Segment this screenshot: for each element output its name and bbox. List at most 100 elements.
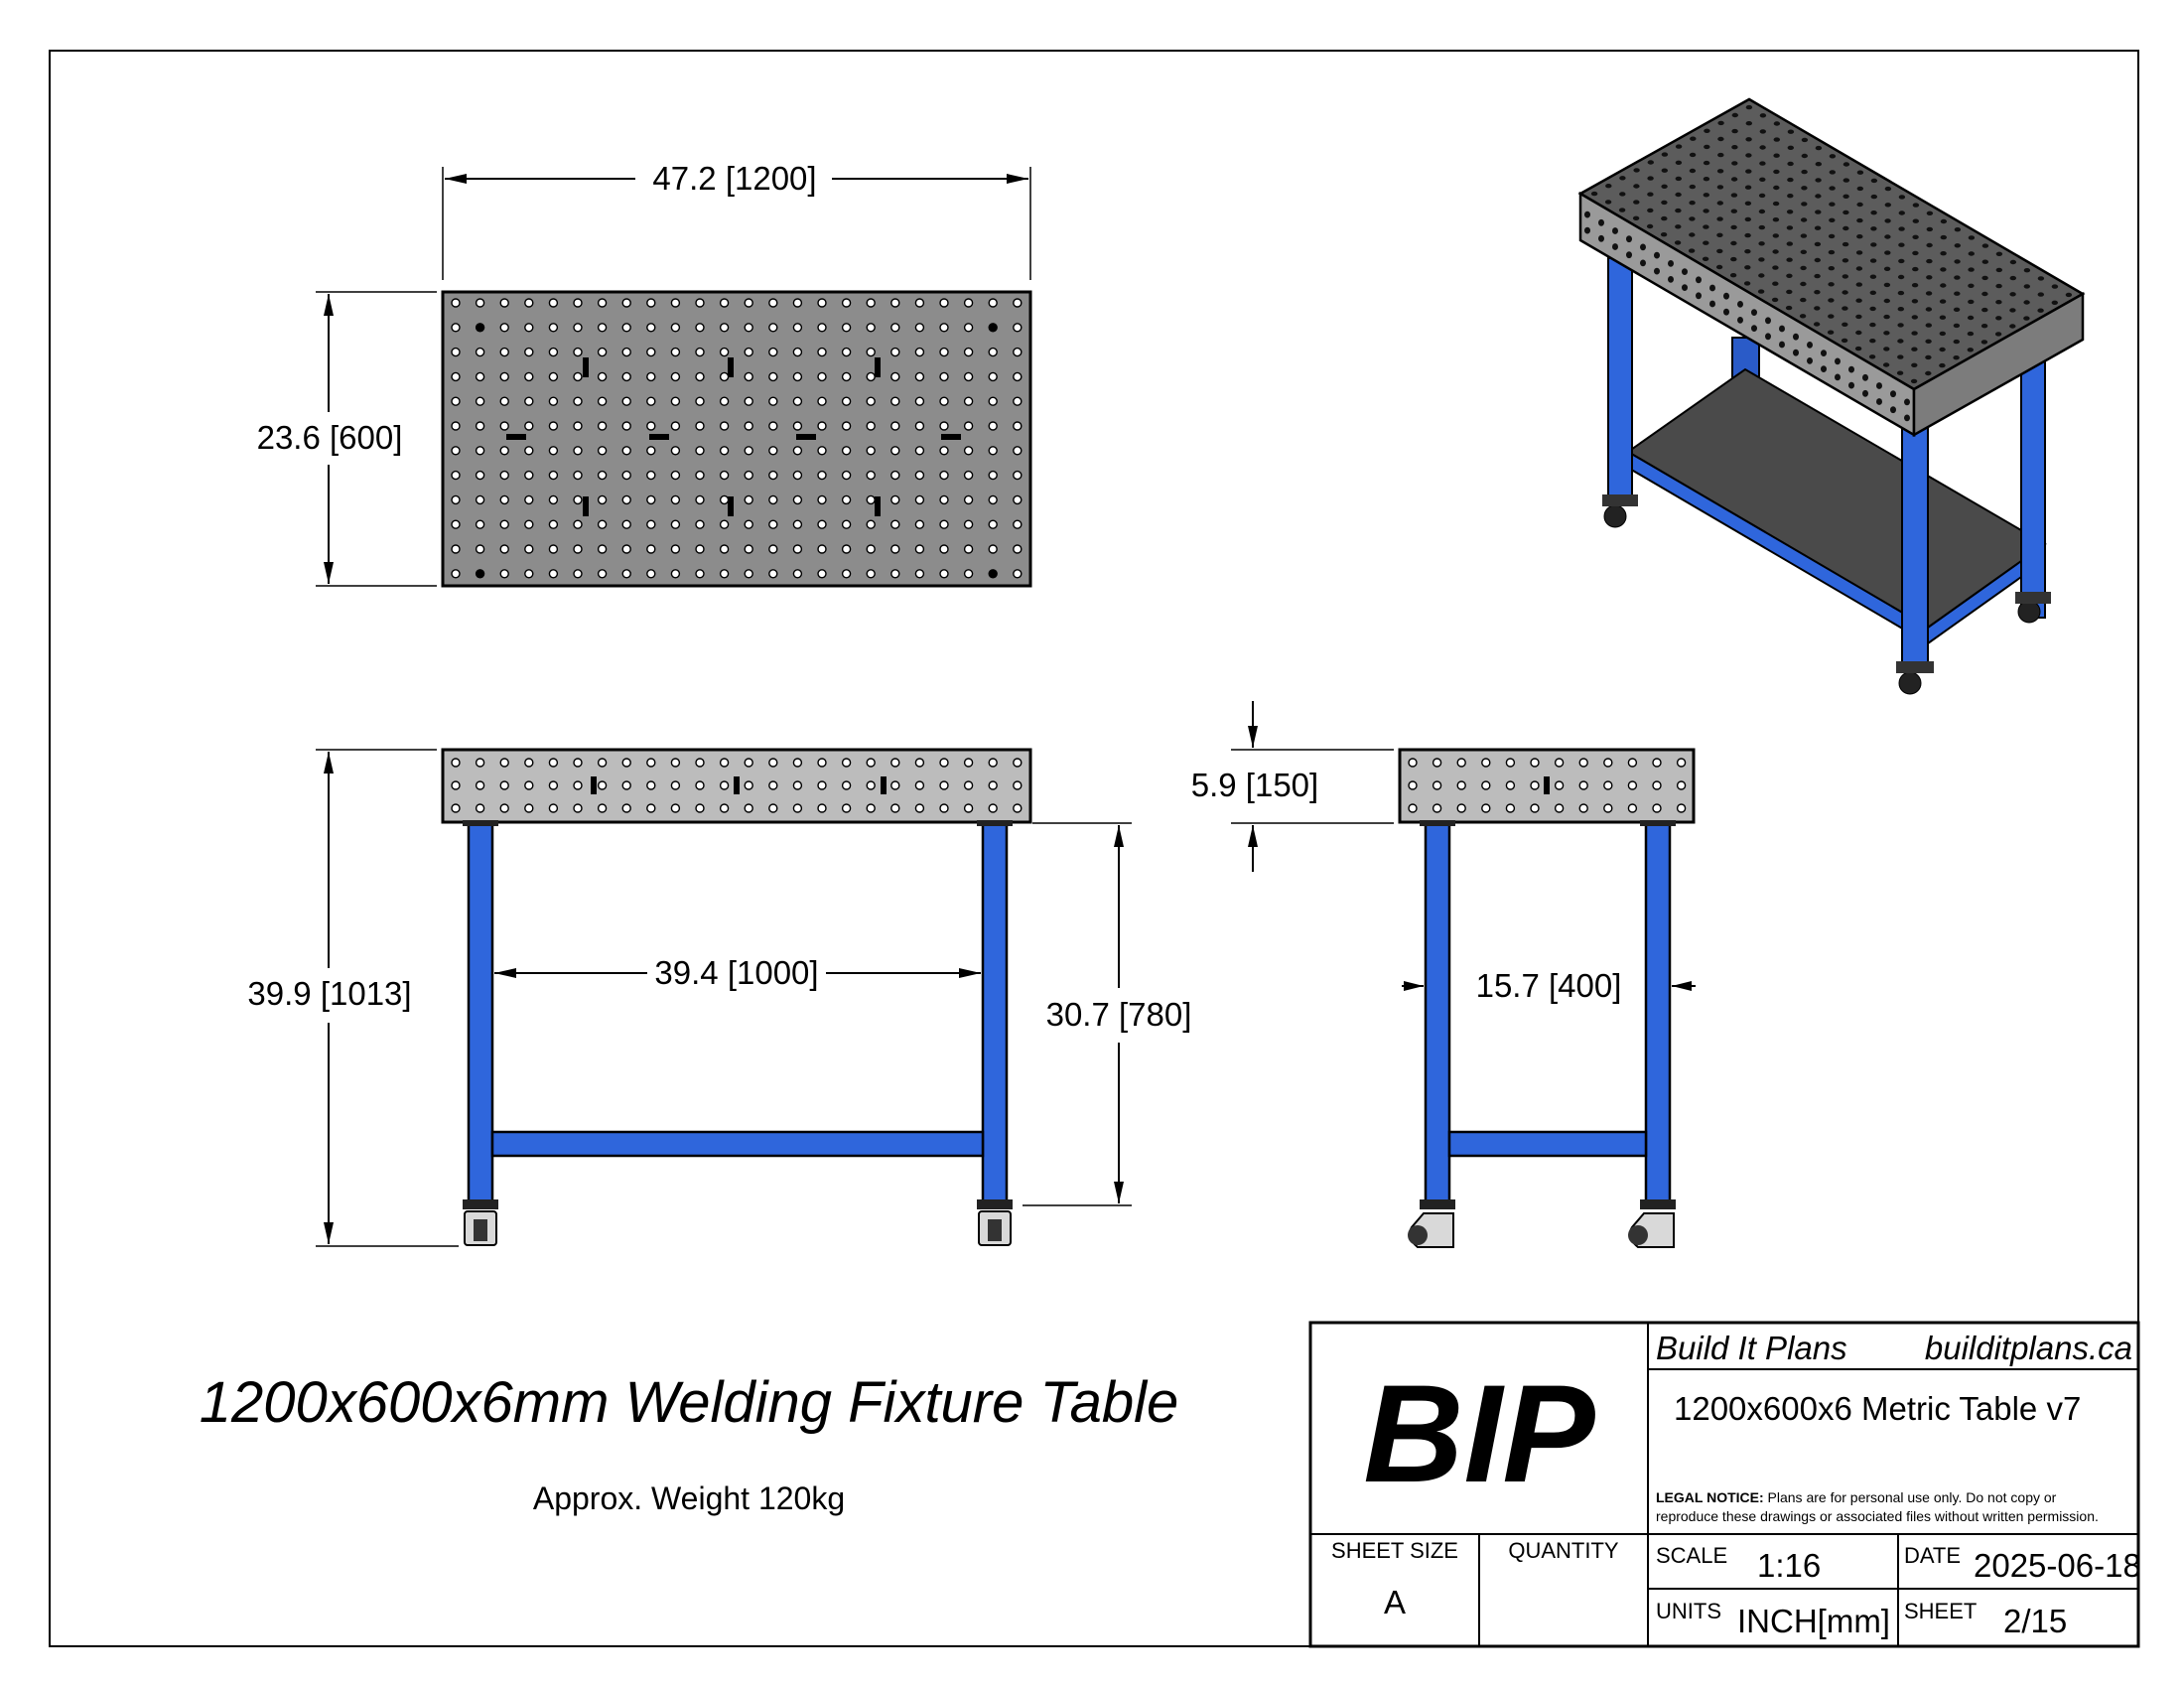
- plate-hole: [841, 544, 852, 554]
- plate-hole: [1703, 177, 1710, 182]
- plate-hole: [1953, 323, 1961, 329]
- plate-hole: [1723, 292, 1729, 300]
- plate-hole: [1855, 266, 1863, 271]
- plate-hole: [1627, 758, 1638, 768]
- plate-hole: [524, 470, 534, 481]
- plate-hole: [1828, 233, 1836, 239]
- plate-hole: [1787, 129, 1795, 134]
- plate-hole: [1626, 235, 1632, 243]
- plate-hole: [1884, 203, 1892, 208]
- plate-hole: [621, 446, 631, 456]
- plate-hole: [548, 470, 559, 481]
- plate-hole: [1654, 267, 1660, 275]
- plate-hole: [768, 396, 778, 406]
- plate-hole: [963, 347, 974, 357]
- plate-hole: [1912, 203, 1920, 208]
- dim-top-thickness: 5.9 [150]: [1191, 767, 1318, 803]
- plate-hole: [792, 470, 803, 481]
- dim-under-height: 30.7 [780]: [1046, 996, 1192, 1033]
- plate-hole: [1696, 276, 1702, 284]
- plate-hole: [524, 446, 534, 456]
- plate-hole: [695, 446, 705, 456]
- plate-hole: [1799, 314, 1807, 319]
- plate-hole: [1884, 218, 1891, 223]
- plate-hole: [1898, 211, 1906, 215]
- plate-hole: [914, 758, 925, 768]
- plate-hole: [670, 323, 681, 333]
- plate-hole: [1765, 317, 1771, 325]
- plate-hole: [817, 758, 827, 768]
- plate-hole: [573, 446, 583, 456]
- plate-hole: [914, 371, 925, 382]
- plate-hole: [646, 519, 656, 529]
- plate-hole: [1578, 803, 1588, 813]
- plate-hole: [866, 569, 876, 579]
- plate-hole: [1554, 758, 1565, 768]
- plate-hole: [1619, 176, 1626, 181]
- plate-hole: [1856, 186, 1864, 192]
- plate-hole: [548, 494, 559, 505]
- plate-hole: [1647, 160, 1655, 165]
- plate-hole: [524, 347, 534, 357]
- plate-hole: [914, 298, 925, 308]
- plate-hole: [1800, 265, 1807, 271]
- plate-hole: [1633, 184, 1640, 189]
- plate-hole: [768, 371, 778, 382]
- plate-hole: [768, 446, 778, 456]
- plate-hole: [817, 569, 827, 579]
- plate-hole: [451, 780, 461, 790]
- plate-hole: [475, 569, 485, 579]
- plate-hole: [744, 758, 753, 768]
- plate-hole: [1911, 362, 1918, 367]
- plate-hole: [670, 470, 681, 481]
- plate-hole: [1758, 209, 1766, 214]
- plate-hole: [1967, 315, 1975, 321]
- plate-hole: [744, 298, 753, 308]
- plate-hole: [2065, 292, 2073, 298]
- plate-slot: [941, 434, 961, 440]
- plate-hole: [1013, 347, 1023, 357]
- plate-hole: [1456, 803, 1466, 813]
- plate-hole: [1981, 243, 1989, 248]
- plate-hole: [1868, 354, 1876, 359]
- plate-hole: [792, 780, 803, 790]
- plate-hole: [1842, 306, 1848, 311]
- plate-hole: [695, 494, 705, 505]
- plate-hole: [963, 371, 974, 382]
- plate-hole: [1013, 780, 1023, 790]
- legal-notice-label: LEGAL NOTICE:: [1656, 1489, 1764, 1505]
- plate-hole: [1758, 193, 1766, 199]
- plate-hole: [695, 569, 705, 579]
- plate-hole: [890, 323, 900, 333]
- plate-hole: [1884, 186, 1892, 192]
- plate-hole: [548, 298, 559, 308]
- plate-hole: [1612, 243, 1618, 250]
- plate-hole: [548, 421, 559, 431]
- plate-hole: [1793, 349, 1799, 356]
- plate-hole: [1786, 241, 1794, 246]
- plate-hole: [866, 347, 876, 357]
- plate-hole: [988, 298, 998, 308]
- plate-hole: [1786, 257, 1793, 262]
- plate-hole: [890, 371, 900, 382]
- front-leg-left: [467, 822, 494, 1208]
- plate-hole: [1856, 217, 1863, 223]
- plate-hole: [939, 494, 949, 505]
- plate-hole: [1716, 169, 1724, 174]
- plate-hole: [1801, 202, 1808, 207]
- plate-hole: [1661, 168, 1669, 173]
- plate-hole: [1835, 357, 1841, 365]
- plate-hole: [914, 519, 925, 529]
- plate-hole: [646, 323, 656, 333]
- plate-hole: [573, 371, 583, 382]
- plate-hole: [1897, 274, 1905, 280]
- plate-hole: [988, 803, 998, 813]
- plate-hole: [1855, 250, 1863, 255]
- plate-hole: [744, 396, 753, 406]
- plate-hole: [744, 470, 753, 481]
- plate-hole: [939, 298, 949, 308]
- plate-hole: [2023, 284, 2031, 289]
- plate-hole: [1647, 176, 1654, 181]
- plate-hole: [890, 569, 900, 579]
- plate-hole: [744, 519, 753, 529]
